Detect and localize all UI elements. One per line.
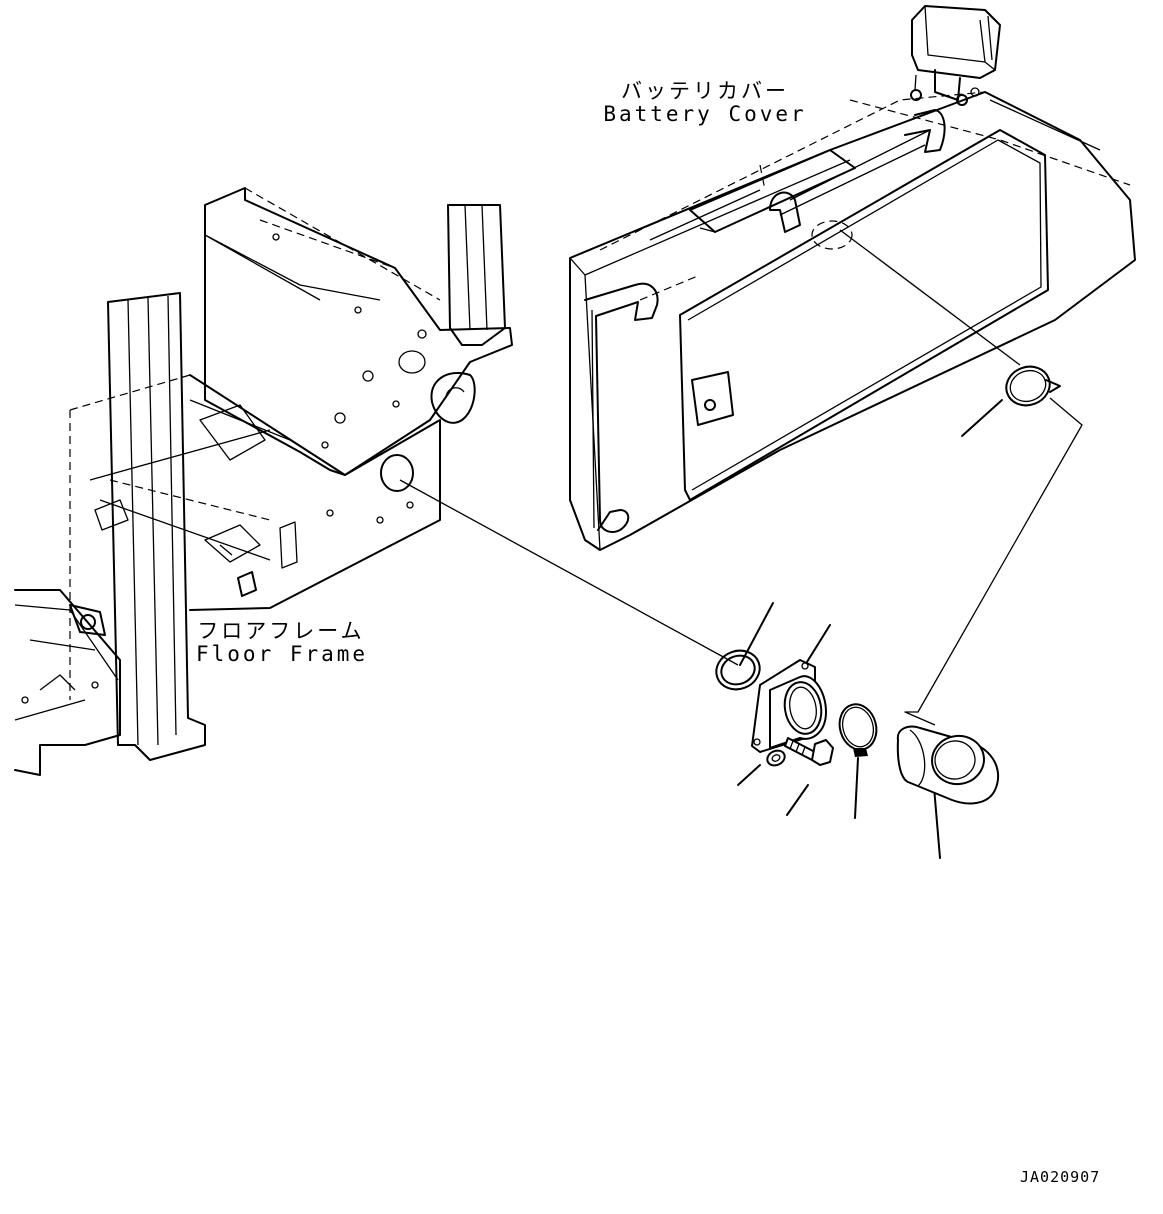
battery-cover <box>569 5 1136 551</box>
floor-frame <box>14 187 513 776</box>
floor-frame-label: フロアフレーム Floor Frame <box>196 620 366 666</box>
battery-cover-label-jp: バッテリカバー <box>621 79 789 103</box>
drawing-id: JA020907 <box>1020 1168 1101 1186</box>
battery-cover-label-en: Battery Cover <box>603 102 807 126</box>
o-ring-seal <box>715 649 761 691</box>
floor-frame-label-en: Floor Frame <box>196 642 369 666</box>
bolt <box>784 737 834 766</box>
washer <box>766 749 786 767</box>
leader-lines <box>399 229 1083 859</box>
battery-cover-label: バッテリカバー Battery Cover <box>600 80 810 126</box>
floor-frame-label-jp: フロアフレーム <box>197 619 365 643</box>
elbow-duct <box>896 725 1000 805</box>
o-ring-upper <box>1005 365 1061 407</box>
flange-adapter <box>751 659 827 753</box>
hose-clamp <box>838 703 878 757</box>
